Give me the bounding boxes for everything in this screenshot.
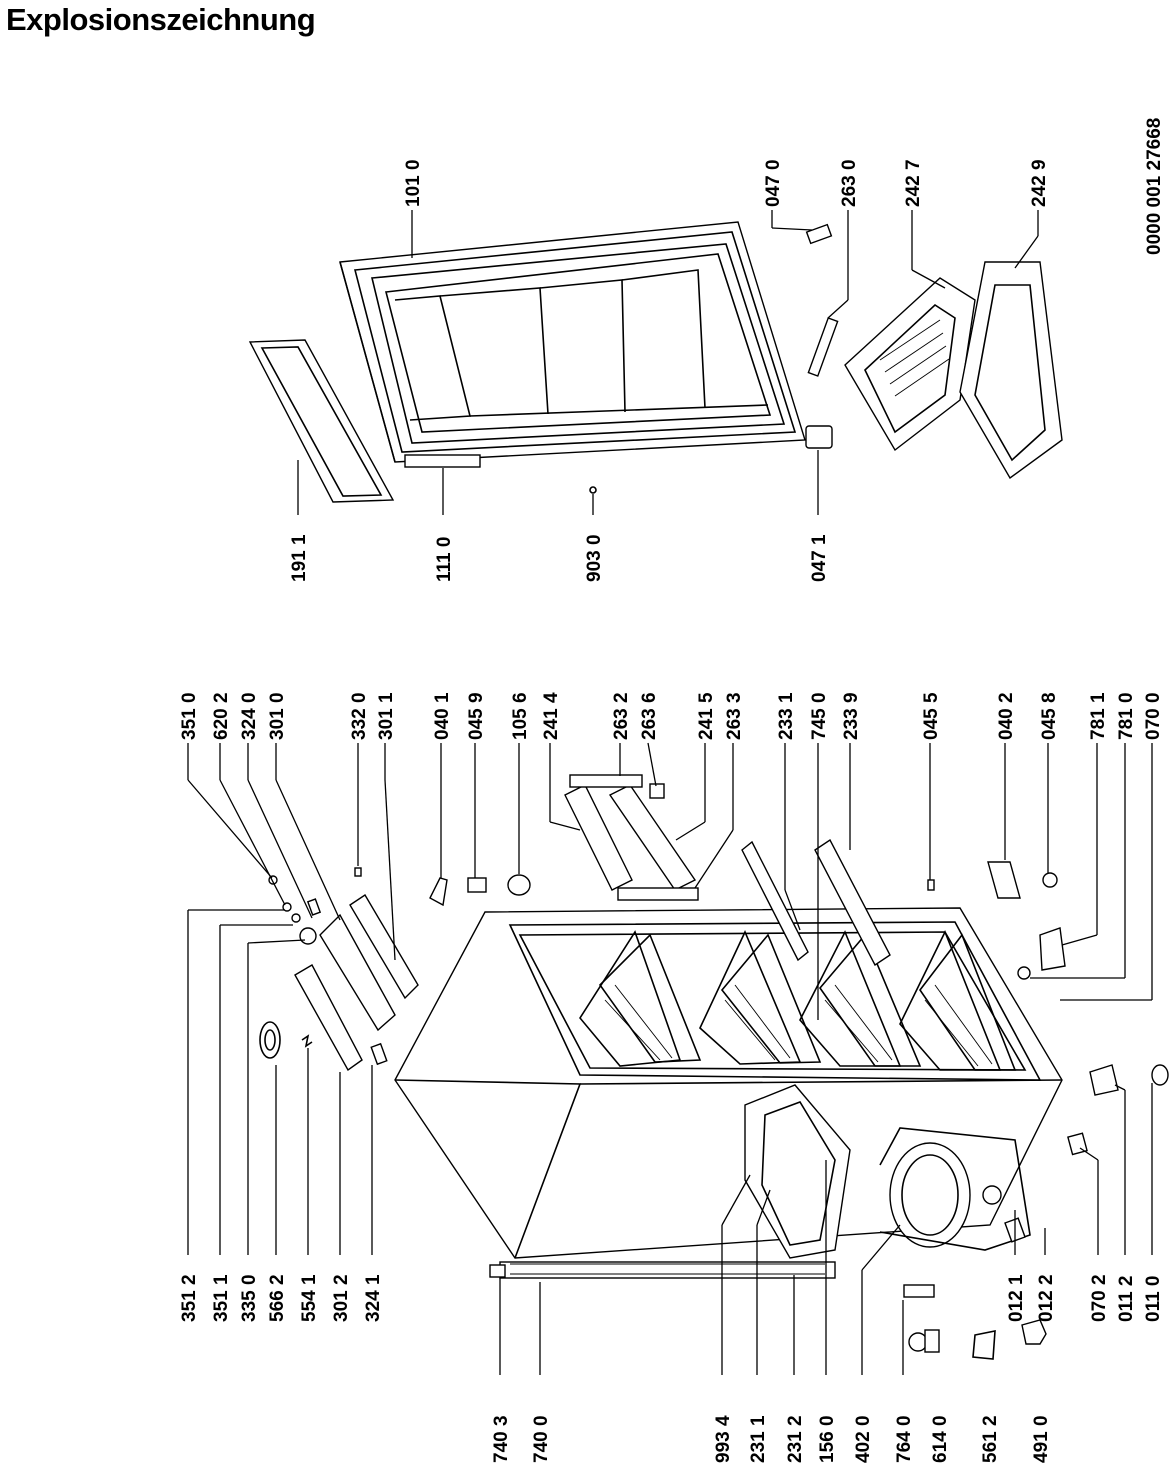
door-assembly: [248, 221, 839, 503]
part-label: 011 0: [1143, 1276, 1164, 1323]
part-label: 111 0: [434, 537, 455, 582]
part-label: 764 0: [894, 1415, 915, 1463]
part-label: 263 6: [639, 692, 660, 740]
part-label: 614 0: [930, 1415, 951, 1463]
document-number: 0000 001 27668: [1144, 118, 1165, 255]
part-label: 047 1: [809, 534, 830, 582]
part-label: 903 0: [584, 534, 605, 582]
freezer-cabinet: [394, 907, 1063, 1279]
part-label: 301 1: [376, 692, 397, 740]
part-label: 242 9: [1029, 159, 1050, 207]
part-label: 233 9: [841, 692, 862, 740]
freezer-drawers: [844, 261, 1063, 480]
part-label: 045 8: [1039, 692, 1060, 740]
part-label: 745 0: [809, 692, 830, 740]
part-label: 263 2: [611, 692, 632, 740]
part-label: 491 0: [1031, 1415, 1052, 1463]
part-label: 324 0: [239, 692, 260, 740]
part-label: 101 0: [403, 159, 424, 207]
part-label: 011 2: [1116, 1276, 1137, 1323]
part-label: 351 1: [211, 1274, 232, 1322]
part-label: 554 1: [299, 1274, 320, 1322]
part-label: 045 5: [921, 692, 942, 740]
small-parts-left: [259, 867, 419, 1072]
part-label: 241 4: [541, 692, 562, 740]
part-label: 233 1: [776, 692, 797, 740]
part-label: 301 0: [267, 692, 288, 740]
part-label: 332 0: [349, 692, 370, 740]
part-label: 040 2: [996, 692, 1017, 740]
page-title: Explosionszeichnung: [6, 2, 316, 37]
part-label: 263 3: [724, 692, 745, 740]
part-label: 335 0: [239, 1274, 260, 1322]
part-label: 351 2: [179, 1274, 200, 1322]
part-label: 191 1: [289, 534, 310, 582]
leader-lines: [187, 210, 1153, 1375]
part-label: 781 1: [1088, 692, 1109, 740]
part-label: 740 3: [491, 1415, 512, 1463]
part-label: 561 2: [980, 1415, 1001, 1463]
small-parts-middle: [429, 774, 1066, 980]
part-label: 070 0: [1143, 692, 1164, 740]
part-label: 105 6: [510, 692, 531, 740]
part-label: 231 2: [785, 1415, 806, 1463]
part-label: 993 4: [713, 1415, 734, 1463]
part-label: 351 0: [179, 692, 200, 740]
part-label: 231 1: [748, 1415, 769, 1463]
part-label: 781 0: [1116, 692, 1137, 740]
part-label: 620 2: [211, 692, 232, 740]
part-label: 263 0: [839, 159, 860, 207]
part-label: 012 2: [1036, 1274, 1057, 1322]
part-label: 324 1: [363, 1274, 384, 1322]
part-label: 047 0: [763, 159, 784, 207]
part-label: 402 0: [853, 1415, 874, 1463]
part-label: 566 2: [267, 1274, 288, 1322]
part-label: 740 0: [531, 1415, 552, 1463]
part-label: 012 1: [1006, 1274, 1027, 1322]
part-label: 156 0: [817, 1415, 838, 1463]
part-labels: 351 0 620 2 324 0 301 0 332 0 301 1 040 …: [179, 118, 1165, 1463]
part-label: 301 2: [331, 1274, 352, 1322]
part-label: 070 2: [1089, 1274, 1110, 1322]
part-label: 040 1: [432, 692, 453, 740]
part-label: 241 5: [696, 692, 717, 740]
part-label: 045 9: [466, 692, 487, 740]
part-label: 242 7: [903, 159, 924, 207]
